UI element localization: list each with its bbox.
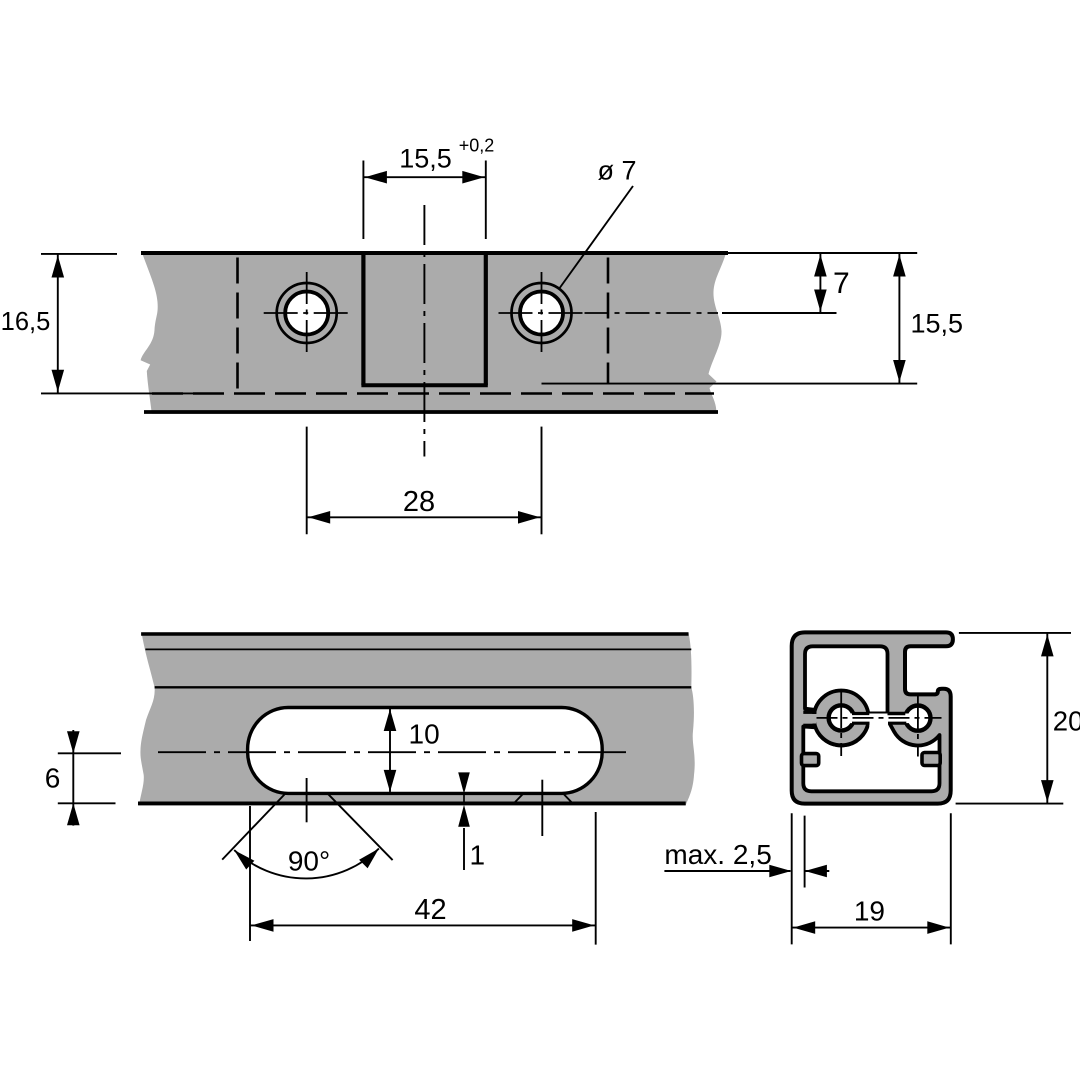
svg-text:1: 1: [470, 840, 486, 871]
svg-text:15,5: 15,5: [911, 309, 964, 339]
svg-text:28: 28: [403, 486, 435, 518]
svg-text:+0,2: +0,2: [459, 136, 495, 156]
svg-text:20: 20: [1053, 706, 1080, 737]
svg-text:10: 10: [409, 719, 440, 750]
svg-text:19: 19: [854, 896, 885, 927]
svg-text:max. 2,5: max. 2,5: [664, 839, 771, 870]
svg-text:90°: 90°: [288, 846, 330, 877]
svg-text:15,5: 15,5: [399, 144, 452, 174]
svg-text:6: 6: [45, 763, 61, 794]
svg-text:ø 7: ø 7: [597, 156, 636, 186]
svg-text:42: 42: [414, 894, 446, 926]
svg-text:7: 7: [833, 267, 850, 300]
svg-text:16,5: 16,5: [1, 308, 51, 336]
